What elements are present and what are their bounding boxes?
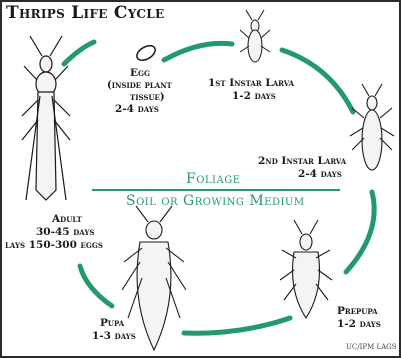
larva2-illustration (350, 84, 394, 170)
prepupa-duration: 1-2 days (337, 319, 381, 331)
foliage-label: Foliage (186, 172, 241, 187)
diagram-title: Thrips Life Cycle (6, 4, 164, 23)
arc-prepupa-to-pupa (184, 318, 290, 333)
adult-duration: 30-45 days (36, 227, 94, 239)
prepupa-illustration (280, 220, 332, 318)
pupa-illustration (122, 206, 186, 350)
prepupa-label: Prepupa (337, 306, 378, 318)
larva1-duration: 1-2 days (232, 91, 276, 103)
pupa-duration: 1-3 days (92, 331, 136, 343)
arc-adult-to-egg (64, 42, 94, 64)
egg-duration: 2-4 days (115, 104, 159, 116)
larva2-label: 2nd Instar Larva (258, 156, 346, 168)
adult-thrips-illustration (22, 36, 70, 200)
egg-illustration (134, 43, 157, 63)
pupa-label: Pupa (100, 318, 124, 330)
arc-pupa-to-adult (80, 266, 112, 306)
larva1-label: 1st Instar Larva (208, 78, 294, 90)
adult-label: Adult (52, 214, 82, 226)
larva1-illustration (240, 10, 270, 62)
larva2-duration: 2-4 days (298, 169, 342, 181)
soil-label: Soil or Growing Medium (126, 194, 305, 209)
egg-note: (inside plant (107, 80, 172, 91)
arc-egg-to-larva1 (164, 43, 232, 60)
egg-note2: tissue) (130, 92, 165, 103)
egg-label: Egg (130, 68, 150, 80)
adult-eggs: lays 150-300 eggs (5, 240, 103, 252)
arc-larva2-to-prepupa (346, 192, 374, 272)
image-credit: UC/IPM LAGS (346, 344, 397, 352)
